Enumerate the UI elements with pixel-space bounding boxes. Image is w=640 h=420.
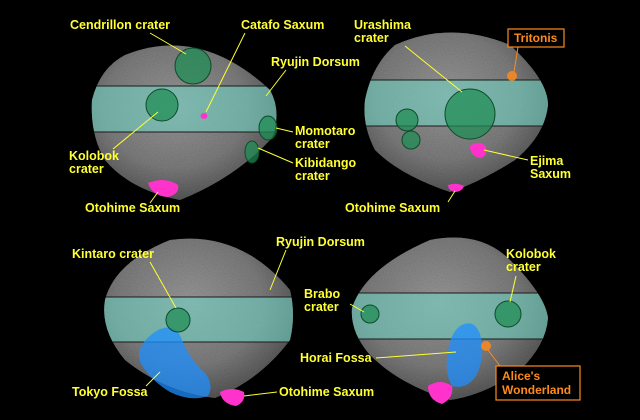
panel-bottom-right: Kolobok crater Brabo crater Horai Fossa … (300, 237, 581, 404)
tokyo-fossa-marker (139, 327, 211, 399)
crater-marker-small (395, 108, 419, 132)
label-kolobok-crater: Kolobok crater (69, 149, 122, 176)
label-ejima-saxum: Ejima Saxum (530, 154, 571, 181)
alices-wonderland-marker (481, 341, 491, 351)
saxum-marker (428, 382, 453, 404)
cendrillon-crater-marker (174, 47, 212, 85)
label-brabo-crater: Brabo crater (304, 287, 344, 314)
alices-wonderland-label-box (495, 365, 581, 401)
urashima-crater-marker (444, 88, 496, 140)
label-urashima-crater: Urashima crater (354, 18, 414, 45)
label-tritonis: Tritonis (514, 31, 558, 45)
otohime-saxum-marker (148, 179, 179, 197)
label-horai-fossa: Horai Fossa (300, 351, 373, 365)
ejima-saxum-marker (470, 143, 487, 158)
tritonis-label-box (507, 28, 565, 48)
label-kintaro-crater: Kintaro crater (72, 247, 154, 261)
equatorial-band (104, 296, 293, 343)
tritonis-marker (507, 71, 517, 81)
otohime-saxum-marker (448, 183, 464, 192)
label-ryujin-dorsum: Ryujin Dorsum (276, 235, 365, 249)
label-cendrillon-crater: Cendrillon crater (70, 18, 170, 32)
label-otohime-saxum: Otohime Saxum (85, 201, 180, 215)
kibidango-crater-marker (244, 140, 260, 164)
kolobok-crater-marker (494, 300, 522, 328)
brabo-crater-marker (360, 304, 380, 324)
horai-fossa-marker (446, 323, 483, 387)
kintaro-crater-marker (165, 307, 191, 333)
kolobok-crater-marker (145, 88, 179, 122)
label-kolobok-crater: Kolobok crater (506, 247, 559, 274)
crater-marker-small (401, 130, 421, 150)
label-otohime-saxum: Otohime Saxum (279, 385, 374, 399)
panel-top-left: Cendrillon crater Catafo Saxum Ryujin Do… (69, 18, 360, 215)
otohime-saxum-marker (220, 389, 245, 406)
label-tokyo-fossa: Tokyo Fossa (72, 385, 149, 399)
catafo-saxum-marker (200, 113, 208, 119)
panel-bottom-left: Kintaro crater Ryujin Dorsum Tokyo Fossa… (72, 235, 374, 406)
label-momotaro-crater: Momotaro crater (295, 124, 359, 151)
label-otohime-saxum: Otohime Saxum (345, 201, 440, 215)
label-alices-wonderland: Alice's Wonderland (502, 369, 571, 397)
label-kibidango-crater: Kibidango crater (295, 156, 360, 183)
panel-top-right: Urashima crater Tritonis Ejima Saxum Oto… (345, 18, 571, 215)
label-ryujin-dorsum: Ryujin Dorsum (271, 55, 360, 69)
momotaro-crater-marker (258, 115, 278, 141)
label-catafo-saxum: Catafo Saxum (241, 18, 324, 32)
